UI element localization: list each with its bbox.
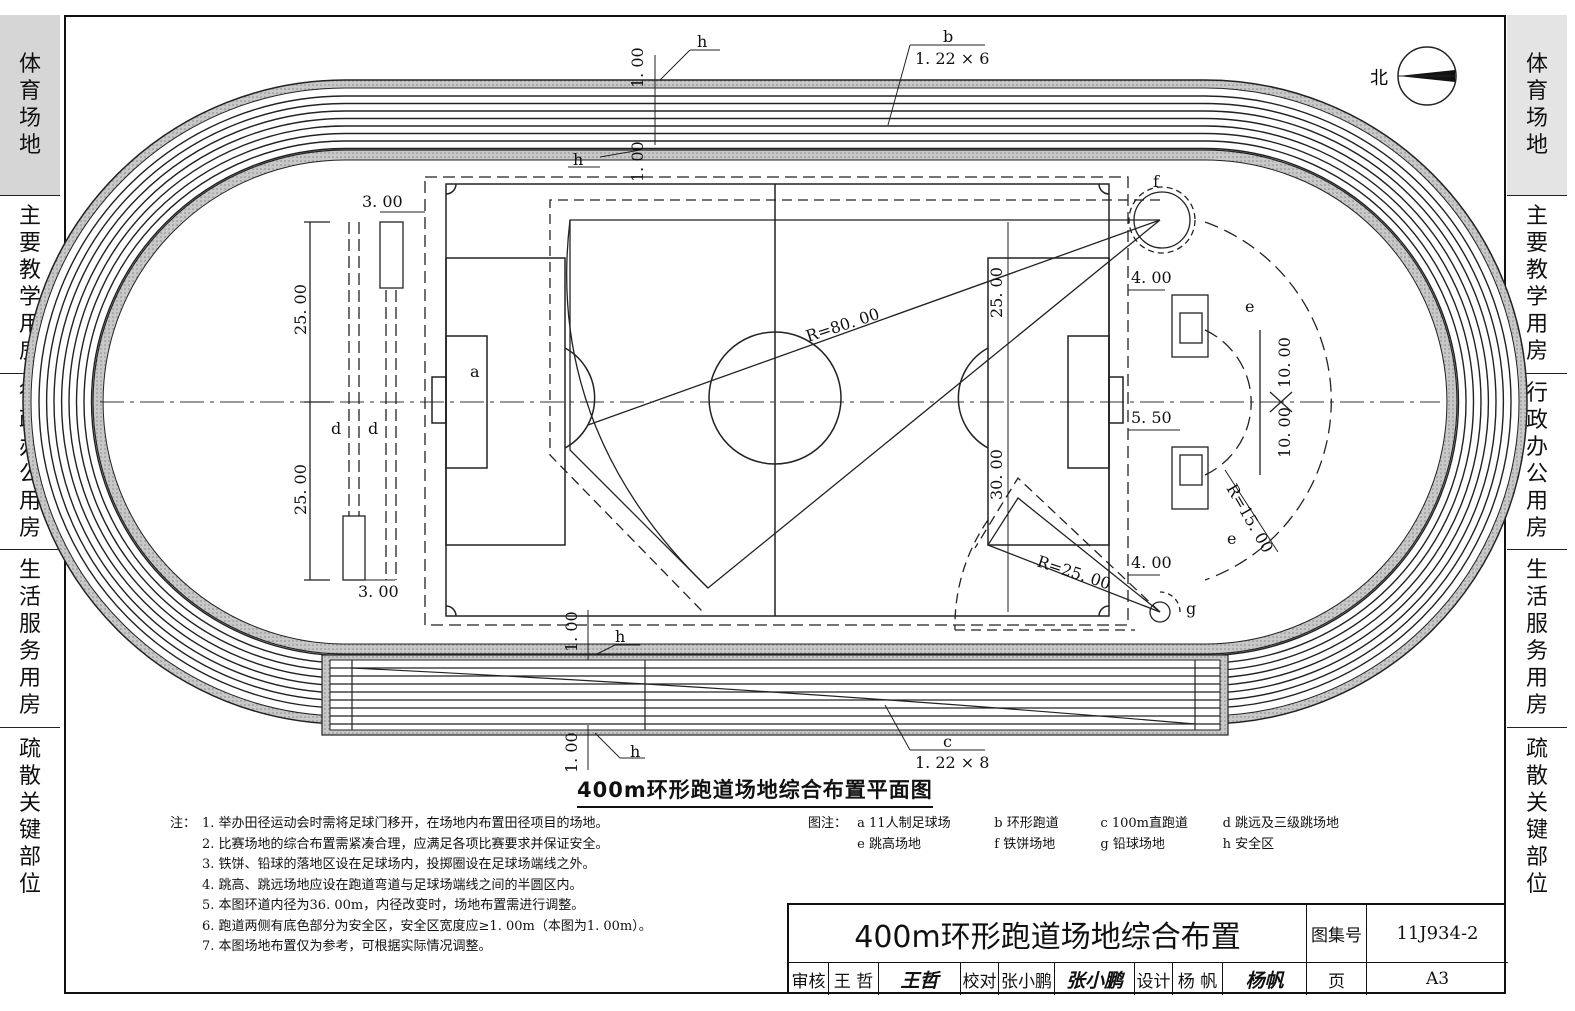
design-label: 设计 [1135,963,1173,995]
legend-item: h 安全区 [1222,836,1275,852]
dim-100-straight: 1. 00 [562,732,581,773]
page-number: A3 [1425,969,1450,989]
dim-2500-top: 25. 00 [291,284,310,335]
label-h-straight: h [630,742,640,761]
long-jump-runways [304,221,404,581]
label-g: g [1186,599,1196,618]
legend-block: 图注： a 11人制足球场 b 环形跑道 c 100m直跑道 d 跳远及三级跳场… [808,814,1339,855]
north-arrow-icon [1397,46,1457,106]
dim-550: 5. 50 [1131,408,1172,427]
label-a: a [470,362,480,381]
label-h-inner: h [573,150,583,169]
legend-item: d 跳远及三级跳场地 [1222,816,1340,831]
dim-400-top: 4. 00 [1131,268,1172,287]
notes-block: 注： 1. 举办田径运动会时需将足球门移开，在场地内布置田径项目的场地。 2. 比… [170,814,652,958]
sidebar-right-tab-sports[interactable]: 体育场地 [1507,15,1567,196]
notes-lead: 注： [170,816,197,831]
dim-1000-bottom: 10. 00 [1275,407,1294,458]
sidebar-right-tab-service[interactable]: 生活服务用房 [1507,549,1567,728]
legend-item: e 跳高场地 [857,836,921,852]
label-f: f [1153,172,1160,191]
legend-item: c 100m直跑道 [1100,816,1188,831]
north-label: 北 [1370,68,1388,89]
label-d2: d [368,419,378,438]
review-name: 王 哲 [829,963,879,995]
note-item: 1. 举办田径运动会时需将足球门移开，在场地内布置田径项目的场地。 [202,816,609,831]
sidebar-left-tab-service[interactable]: 生活服务用房 [0,549,60,728]
sidebar-left-tab-evacuation[interactable]: 疏散关键部位 [18,737,41,897]
legend-item: g 铅球场地 [1100,836,1165,852]
label-h-bottom: h [615,627,625,646]
dim-300-bottom: 3. 00 [358,582,399,601]
sidebar-right-tab-teaching[interactable]: 主要教学用房 [1507,195,1567,374]
check-label: 校对 [961,963,999,995]
label-e1: e [1245,297,1254,316]
label-b: b [943,27,953,46]
legend-item: a 11人制足球场 [857,816,951,831]
note-item: 4. 跳高、跳远场地应设在跑道弯道与足球场端线之间的半圆区内。 [202,877,583,893]
page-label: 页 [1307,963,1367,995]
label-b-dim: 1. 22 × 6 [915,49,989,68]
dimension-lines [348,44,1279,770]
legend-item: f 铁饼场地 [994,836,1056,852]
title-block: 400m环形跑道场地综合布置 图集号 11J934-2 审核 王 哲 王哲 校对… [787,903,1508,995]
dim-3000: 30. 00 [987,449,1006,500]
sidebar-right-tab-evacuation[interactable]: 疏散关键部位 [1525,737,1548,897]
atlas-number: 11J934-2 [1367,905,1508,963]
dim-400-bottom: 4. 00 [1131,553,1172,572]
shot-put-sector [954,476,1181,631]
sidebar-left-tab-sports[interactable]: 体育场地 [0,15,60,196]
dim-100-bottom: 1. 00 [562,611,581,652]
note-item: 6. 跑道两侧有底色部分为安全区，安全区宽度应≥1. 00m（本图为1. 00m… [202,918,652,934]
dim-300-top: 3. 00 [362,192,403,211]
dim-2500-bottom: 25. 00 [291,464,310,515]
review-signature: 王哲 [879,963,961,995]
label-e2: e [1227,529,1236,548]
dim-2500-right: 25. 00 [987,267,1006,318]
note-item: 5. 本图环道内径为36. 00m，内径改变时，场地布置需进行调整。 [202,898,585,913]
high-jump-areas [1171,221,1332,581]
note-item: 7. 本图场地布置仅为参考，可根据实际情况调整。 [202,939,492,954]
label-d1: d [331,419,341,438]
sidebar-right-tab-admin[interactable]: 行政办公用房 [1507,373,1567,550]
dim-100-top: 1. 00 [628,47,647,88]
check-name: 张小鹏 [999,963,1055,995]
review-label: 审核 [789,963,829,995]
discus-sector [549,186,1196,613]
legend-item: b 环形跑道 [994,816,1059,831]
label-c: c [943,732,952,751]
straight-track-lanes [330,660,1220,730]
check-signature: 张小鹏 [1055,963,1135,995]
dim-1000-top: 10. 00 [1275,337,1294,388]
plan-title: 400m环形跑道场地综合布置平面图 [577,774,933,808]
design-signature: 杨帆 [1223,963,1307,995]
note-item: 2. 比赛场地的综合布置需紧凑合理，应满足各项比赛要求并保证安全。 [202,836,609,852]
atlas-label: 图集号 [1307,905,1367,963]
drawing-title: 400m环形跑道场地综合布置 [789,905,1307,963]
field-safety-boundary [424,176,1129,626]
dim-100-inner: 1. 00 [628,141,647,182]
football-field [431,183,1124,617]
legend-lead: 图注： [808,816,848,831]
label-c-dim: 1. 22 × 8 [915,753,989,772]
label-h-top: h [697,32,707,51]
design-name: 杨 帆 [1173,963,1223,995]
note-item: 3. 铁饼、铅球的落地区设在足球场内，投掷圈设在足球场端线之外。 [202,857,596,872]
